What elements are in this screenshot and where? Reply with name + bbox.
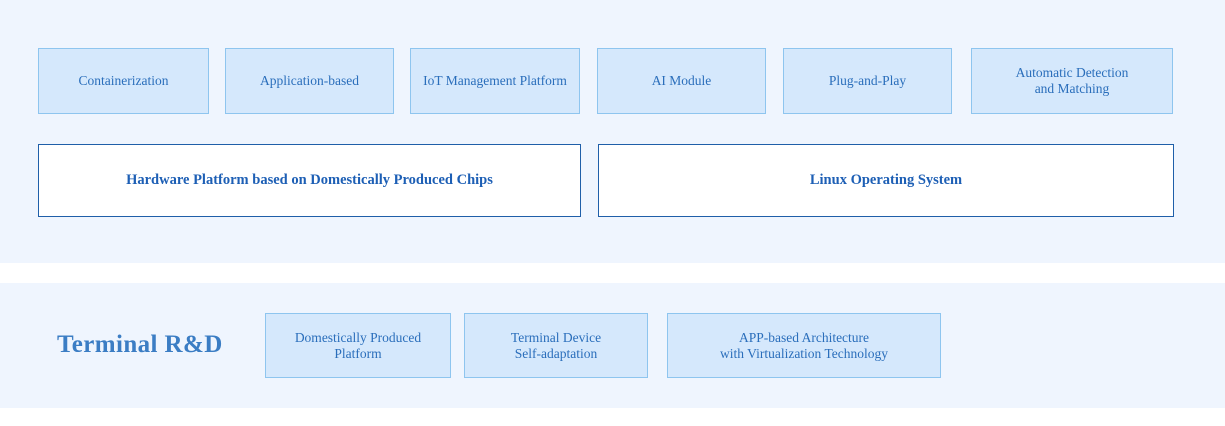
feature-box-3-label: IoT Management Platform — [423, 73, 567, 89]
feature-box-4-label: AI Module — [651, 73, 712, 89]
terminal-rnd-box-1[interactable]: Domestically Produced Platform — [265, 313, 451, 378]
feature-box-5-label: Plug-and-Play — [828, 73, 907, 89]
foundation-box-1-label: Hardware Platform based on Domestically … — [126, 171, 493, 188]
foundation-box-2-label: Linux Operating System — [809, 171, 963, 188]
feature-box-4[interactable]: AI Module — [597, 48, 766, 114]
feature-box-1[interactable]: Containerization — [38, 48, 209, 114]
terminal-rnd-box-3[interactable]: APP-based Architecture with Virtualizati… — [667, 313, 941, 378]
feature-box-6[interactable]: Automatic Detection and Matching — [971, 48, 1173, 114]
feature-box-2-label: Application-based — [260, 73, 359, 89]
feature-box-5[interactable]: Plug-and-Play — [783, 48, 952, 114]
terminal-rnd-box-1-label: Domestically Produced Platform — [294, 329, 422, 361]
feature-box-3[interactable]: IoT Management Platform — [410, 48, 580, 114]
foundation-box-1[interactable]: Hardware Platform based on Domestically … — [38, 144, 581, 217]
feature-box-1-label: Containerization — [78, 73, 169, 89]
feature-box-2[interactable]: Application-based — [225, 48, 394, 114]
feature-box-6-label: Automatic Detection and Matching — [1015, 65, 1129, 96]
section-title-terminal-rnd: Terminal R&D — [57, 331, 223, 358]
terminal-rnd-box-2-label: Terminal Device Self-adaptation — [510, 329, 602, 361]
foundation-box-2[interactable]: Linux Operating System — [598, 144, 1174, 217]
top-panel — [0, 0, 1225, 263]
terminal-rnd-box-2[interactable]: Terminal Device Self-adaptation — [464, 313, 648, 378]
terminal-rnd-box-3-label: APP-based Architecture with Virtualizati… — [720, 329, 888, 361]
